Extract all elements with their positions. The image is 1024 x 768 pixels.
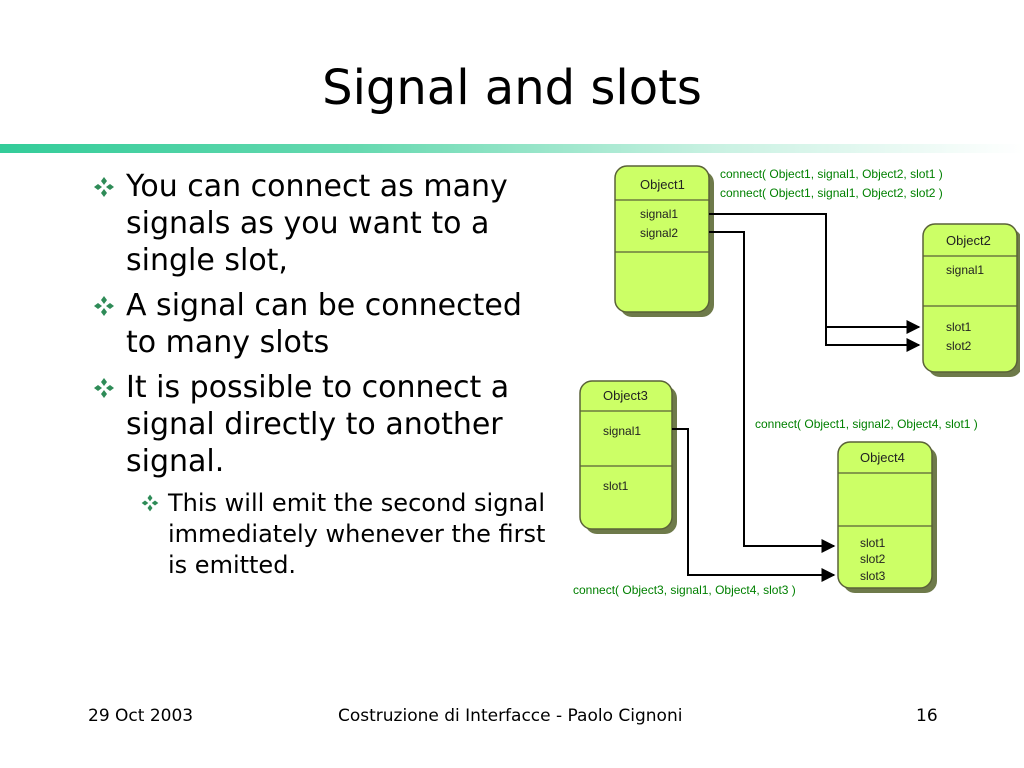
footer-date: 29 Oct 2003 [88, 706, 194, 726]
object2-title: Object2 [946, 233, 991, 248]
diamond-bullet-icon [92, 171, 116, 208]
object4-slot3: slot3 [860, 569, 886, 583]
object4-slot1: slot1 [860, 536, 886, 550]
object4-slot2: slot2 [860, 552, 886, 566]
object4-box: Object4 slot1 slot2 slot3 [837, 441, 937, 593]
connection-line [825, 327, 921, 352]
connection-label: connect( Object3, signal1, Object4, slot… [573, 583, 796, 597]
object2-slot1: slot1 [946, 320, 972, 334]
diamond-bullet-icon [92, 372, 116, 409]
connection-label: connect( Object1, signal1, Object2, slot… [720, 167, 943, 181]
object3-signal1: signal1 [603, 424, 641, 438]
connection-line [709, 213, 921, 334]
object1-signal2: signal2 [640, 226, 678, 240]
title-divider [0, 144, 1024, 153]
footer-center: Costruzione di Interfacce - Paolo Cignon… [338, 706, 683, 726]
object1-signal1: signal1 [640, 207, 678, 221]
page-number: 16 [916, 706, 938, 726]
bullet-item: A signal can be connected to many slots [88, 287, 548, 361]
connection-line [709, 231, 836, 553]
bullet-text: A signal can be connected to many slots [126, 288, 522, 360]
diamond-bullet-icon [140, 490, 160, 521]
diamond-bullet-icon [92, 290, 116, 327]
object2-signal1: signal1 [946, 263, 984, 277]
signal-slot-diagram: Object1 signal1 signal2 Object2 signal1 … [573, 165, 1020, 597]
object3-slot1: slot1 [603, 479, 629, 493]
sub-bullet-item: This will emit the second signal immedia… [136, 488, 548, 581]
slide-title: Signal and slots [322, 60, 702, 116]
object1-title: Object1 [640, 177, 685, 192]
bullet-text: It is possible to connect a signal direc… [126, 370, 510, 479]
object4-title: Object4 [860, 450, 905, 465]
connection-line [672, 428, 836, 582]
connection-label: connect( Object1, signal2, Object4, slot… [755, 417, 978, 431]
bullet-item: You can connect as many signals as you w… [88, 168, 548, 279]
bullet-item: It is possible to connect a signal direc… [88, 369, 548, 480]
object3-title: Object3 [603, 388, 648, 403]
object3-box: Object3 signal1 slot1 [579, 380, 677, 534]
bullet-list: You can connect as many signals as you w… [88, 168, 548, 581]
sub-bullet-text: This will emit the second signal immedia… [168, 489, 546, 579]
object2-slot2: slot2 [946, 339, 972, 353]
bullet-text: You can connect as many signals as you w… [126, 169, 508, 278]
object2-box: Object2 signal1 slot1 slot2 [922, 223, 1020, 377]
object1-box: Object1 signal1 signal2 [614, 165, 714, 317]
connection-label: connect( Object1, signal1, Object2, slot… [720, 186, 943, 200]
